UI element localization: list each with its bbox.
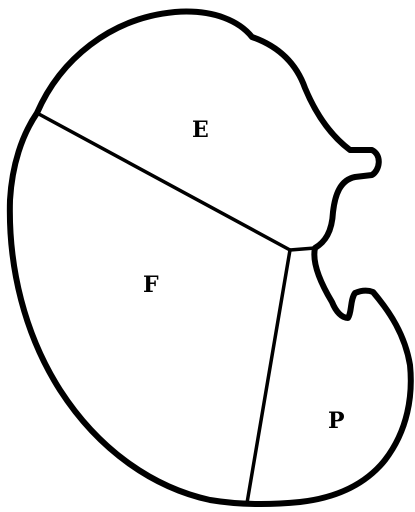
outer-outline (10, 12, 411, 504)
region-label-f: F (143, 272, 159, 298)
region-label-e: E (192, 117, 209, 143)
divider-e-p (290, 248, 315, 250)
region-label-p: P (328, 408, 345, 434)
divider-f-p (247, 250, 290, 503)
divider-e-f (37, 113, 290, 250)
